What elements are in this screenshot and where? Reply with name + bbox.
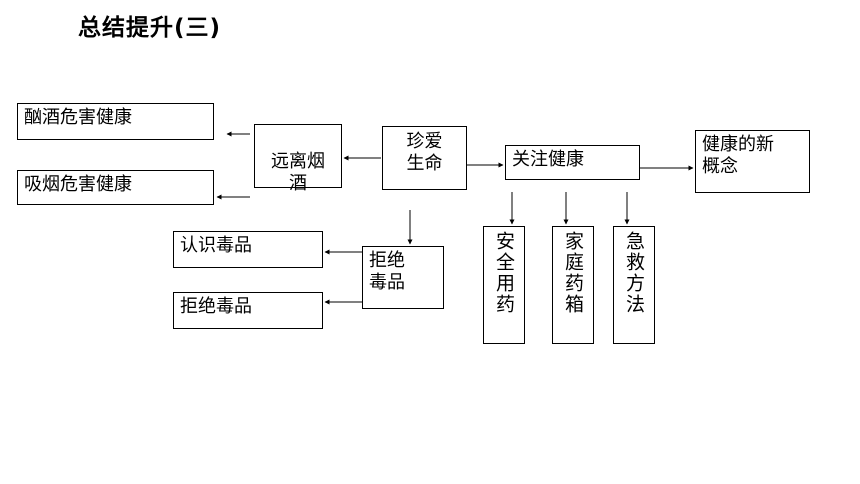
node-know-drugs: 认识毒品: [173, 231, 323, 268]
node-first-aid: 急救方法: [613, 226, 655, 344]
page-title: 总结提升(三): [78, 15, 222, 41]
node-home-medicine-box-label: 家庭药箱: [562, 231, 584, 315]
node-smoking-harm-label: 吸烟危害健康: [24, 174, 132, 195]
node-home-medicine-box: 家庭药箱: [552, 226, 594, 344]
node-refuse-drugs-left: 拒绝毒品: [173, 292, 323, 329]
node-avoid-smoke-alcohol: 远离烟 酒: [254, 124, 342, 194]
node-cherish-life-label: 珍爱 生命: [406, 131, 443, 174]
node-focus-health: 关注健康: [505, 145, 640, 180]
node-safe-medication: 安全用药: [483, 226, 525, 344]
node-alcohol-harm-label: 酗酒危害健康: [24, 107, 132, 128]
node-focus-health-label: 关注健康: [512, 149, 584, 170]
node-smoking-harm: 吸烟危害健康: [17, 170, 214, 205]
node-refuse-drugs-left-label: 拒绝毒品: [180, 296, 252, 317]
node-alcohol-harm: 酗酒危害健康: [17, 103, 214, 140]
node-refuse-drugs: 拒绝 毒品: [362, 246, 444, 309]
node-cherish-life: 珍爱 生命: [382, 126, 467, 190]
node-know-drugs-label: 认识毒品: [180, 235, 252, 256]
node-avoid-smoke-alcohol-label: 远离烟 酒: [271, 151, 325, 194]
node-new-concept-label: 健康的新 概念: [702, 134, 774, 177]
node-first-aid-label: 急救方法: [623, 231, 645, 315]
node-safe-medication-label: 安全用药: [493, 231, 515, 315]
node-new-concept: 健康的新 概念: [695, 130, 810, 193]
node-refuse-drugs-label: 拒绝 毒品: [369, 250, 405, 293]
